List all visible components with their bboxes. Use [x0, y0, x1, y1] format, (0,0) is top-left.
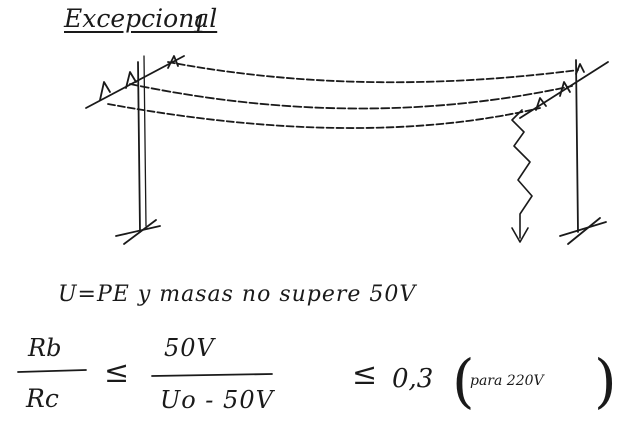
left-pole-inner: [143, 55, 147, 227]
formula-note: para 220V: [470, 373, 544, 389]
leq-symbol-1: ≤: [104, 355, 130, 390]
insulator-right-1: [559, 81, 571, 97]
formula-result: 0,3: [392, 364, 434, 394]
paren-open: (: [452, 347, 475, 415]
ground-left-1: [115, 225, 161, 237]
fault-zigzag: [511, 109, 533, 239]
conductor-2: [129, 83, 573, 110]
insulator-right-3: [575, 63, 585, 75]
ground-right-2: [567, 217, 601, 245]
diagram-title-number: 1: [192, 10, 208, 38]
conductor-1: [167, 61, 579, 84]
fraction-bar-left: [17, 369, 87, 373]
formula-rc: Rc: [26, 384, 59, 413]
ground-left-2: [123, 219, 157, 245]
fraction-bar-right: [151, 373, 273, 377]
condition-text: U=PE y masas no supere 50V: [58, 282, 417, 307]
paren-close: ): [594, 347, 617, 415]
insulator-left-2: [125, 71, 137, 89]
formula-numerator: 50V: [164, 334, 215, 362]
left-pole: [137, 61, 141, 233]
conductor-3: [107, 103, 541, 129]
right-pole: [575, 59, 579, 233]
ground-right-1: [559, 221, 607, 237]
formula-rb: Rb: [28, 334, 62, 362]
formula-denominator: Uo - 50V: [160, 386, 274, 414]
fault-arrowhead: [511, 227, 529, 243]
insulator-right-2: [535, 97, 547, 111]
insulator-left-3: [167, 55, 179, 69]
diagram-title: Excepcional: [64, 4, 218, 33]
leq-symbol-2: ≤: [352, 357, 378, 392]
insulator-left-1: [99, 81, 111, 101]
